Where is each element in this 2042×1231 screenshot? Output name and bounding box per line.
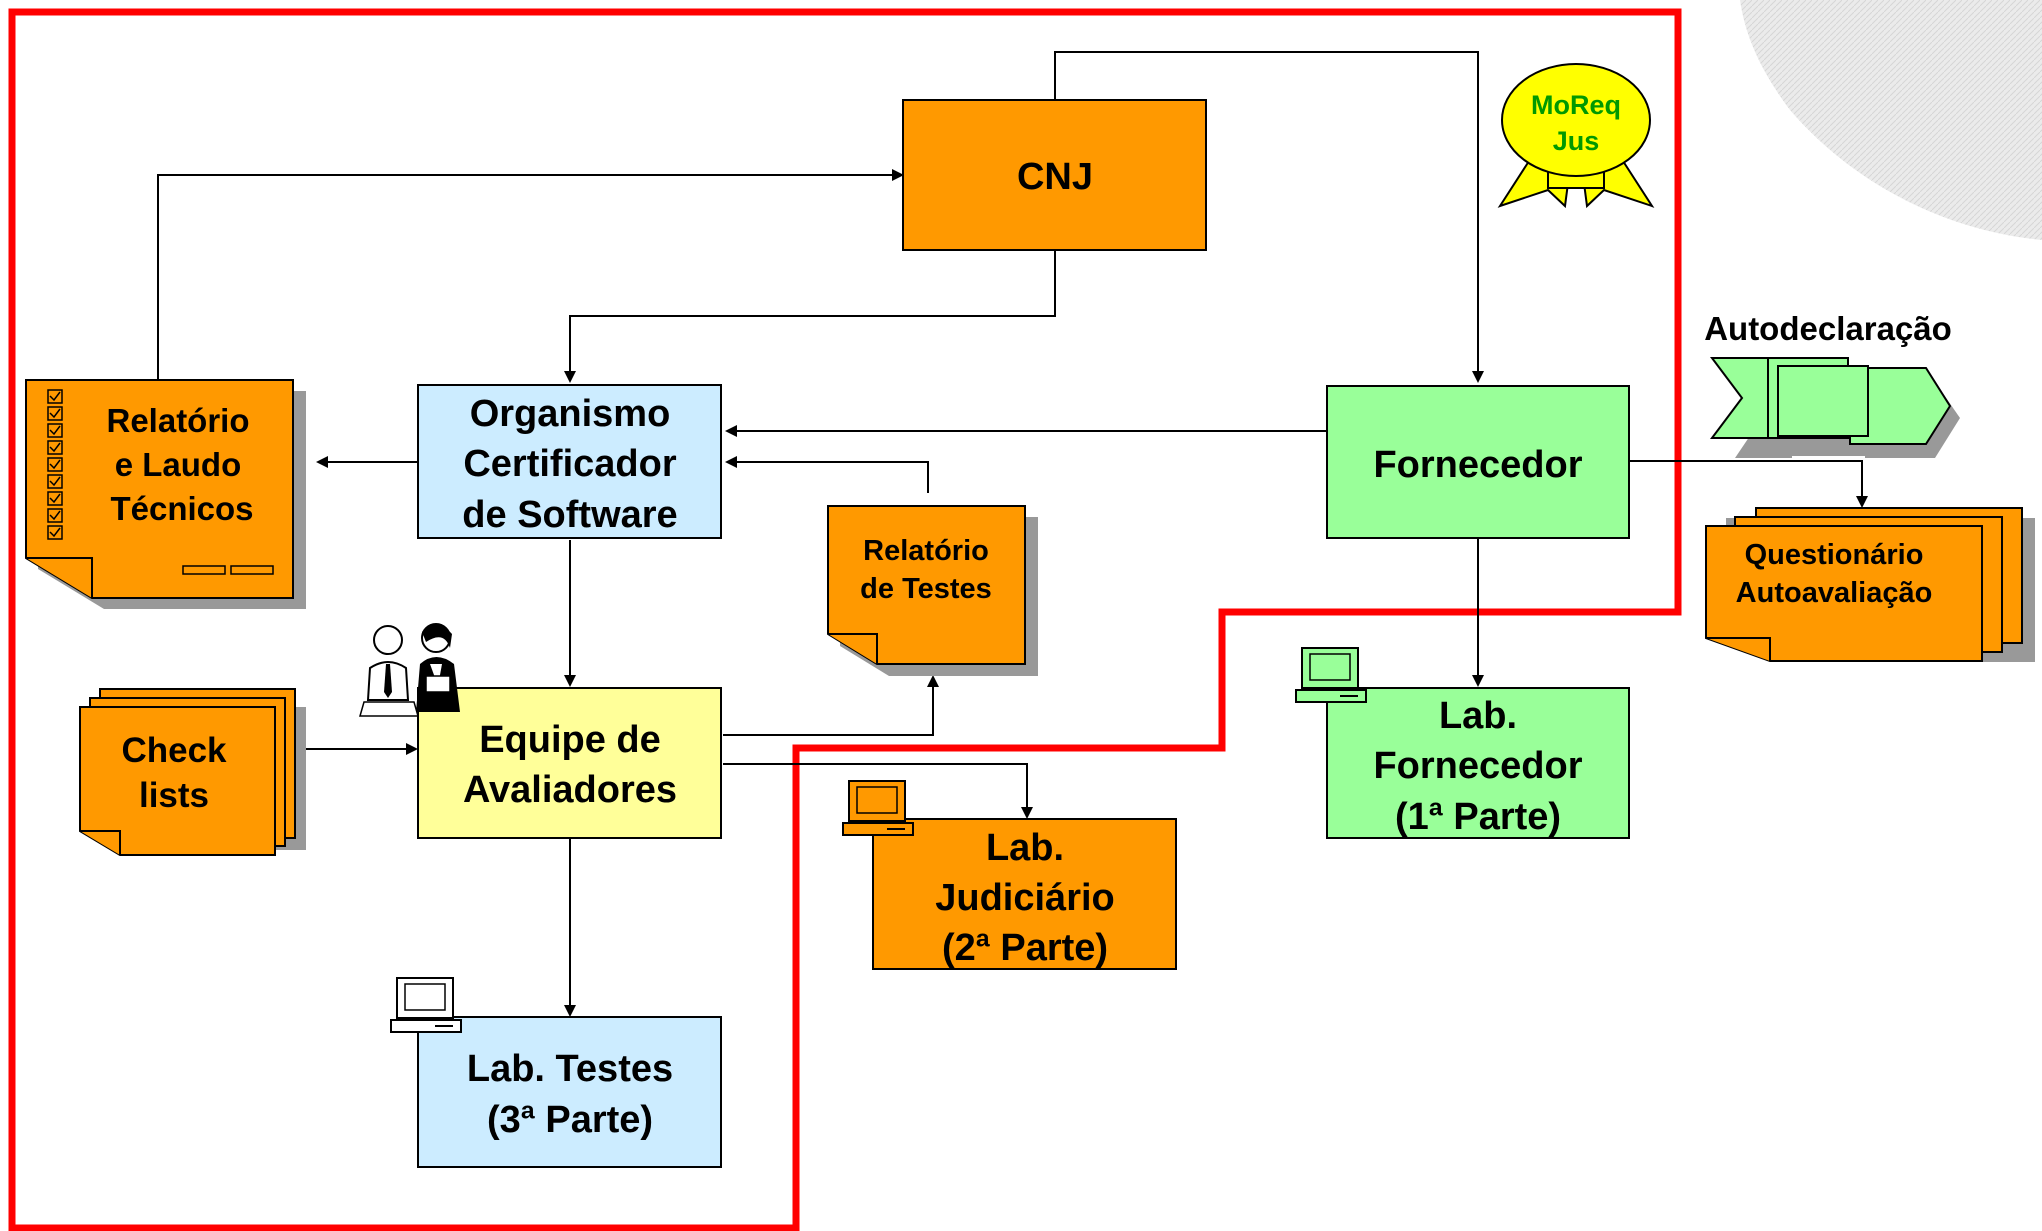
decorative-corner-swirl [1740, 0, 2042, 240]
doc-relatorio-testes-line2: de Testes [860, 573, 992, 605]
doc-questionario-line1: Questionário [1745, 539, 1924, 571]
computer-icon [842, 780, 914, 836]
doc-relatorio-testes-line1: Relatório [863, 535, 989, 567]
computer-icon [1295, 647, 1367, 703]
node-fornecedor: Fornecedor [1326, 385, 1630, 539]
node-lab-judiciario-line3: (2ª Parte) [942, 927, 1108, 969]
connector-cnj-organismo [564, 250, 1056, 383]
node-lab-testes-line2: (3ª Parte) [487, 1099, 653, 1141]
node-lab-judiciario-line1: Lab. [986, 827, 1064, 869]
doc-checklists-line1: Check [121, 731, 227, 770]
node-lab-fornecedor-line1: Lab. [1439, 695, 1517, 737]
node-lab-judiciario: Lab. Judiciário (2ª Parte) [872, 818, 1177, 970]
node-equipe: Equipe de Avaliadores [417, 687, 722, 839]
connector-cnj-fornecedor [1054, 51, 1484, 383]
node-organismo-line1: Organismo [470, 393, 671, 435]
people-icon [359, 623, 460, 717]
doc-relatorio-laudo-line3: Técnicos [110, 490, 253, 527]
badge-ribbon-icon: MoReq Jus [1497, 63, 1655, 209]
connector-fornecedor-questionario [1630, 460, 1868, 508]
badge-line2: Jus [1553, 126, 1600, 156]
node-organismo-line2: Certificador [463, 443, 676, 485]
doc-questionario-line2: Autoavaliação [1736, 577, 1933, 609]
node-lab-fornecedor: Lab. Fornecedor (1ª Parte) [1326, 687, 1630, 839]
node-cnj-label: CNJ [1017, 156, 1093, 198]
computer-icon [390, 977, 462, 1033]
connector-relatorio-cnj [157, 169, 904, 379]
node-equipe-line2: Avaliadores [463, 769, 677, 811]
banner-icon [1710, 357, 1960, 458]
node-cnj: CNJ [902, 99, 1207, 251]
doc-checklists: Check lists [79, 688, 306, 856]
signature-line-icon [230, 565, 274, 575]
badge-line1: MoReq [1531, 90, 1621, 120]
doc-relatorio-laudo: Relatório e Laudo Técnicos [25, 379, 306, 609]
autodeclaracao-label: Autodeclaração [1704, 310, 1952, 347]
doc-relatorio-laudo-line1: Relatório [106, 402, 249, 439]
node-lab-testes-line1: Lab. Testes [467, 1048, 673, 1090]
node-lab-judiciario-line2: Judiciário [935, 877, 1115, 919]
signature-line-icon [182, 565, 226, 575]
node-organismo: Organismo Certificador de Software [417, 384, 722, 539]
connector-equipe-labjudiciario [723, 763, 1033, 819]
checkbox-list-icon [47, 389, 63, 540]
node-lab-testes: Lab. Testes (3ª Parte) [417, 1016, 722, 1168]
doc-checklists-line2: lists [139, 776, 209, 815]
doc-relatorio-testes: Relatório de Testes [827, 505, 1038, 676]
node-equipe-line1: Equipe de [479, 719, 661, 761]
connector-equipe-relatoriotestes [723, 675, 939, 736]
node-organismo-line3: de Software [462, 494, 677, 536]
connectors [157, 51, 1868, 1017]
doc-questionario: Questionário Autoavaliação [1705, 507, 2035, 662]
connector-relatoriotestes-organismo [725, 456, 929, 493]
doc-relatorio-laudo-line2: e Laudo [115, 446, 242, 483]
node-fornecedor-label: Fornecedor [1373, 444, 1582, 486]
boundary-line [8, 8, 1682, 1231]
node-lab-fornecedor-line3: (1ª Parte) [1395, 796, 1561, 838]
node-lab-fornecedor-line2: Fornecedor [1373, 745, 1582, 787]
